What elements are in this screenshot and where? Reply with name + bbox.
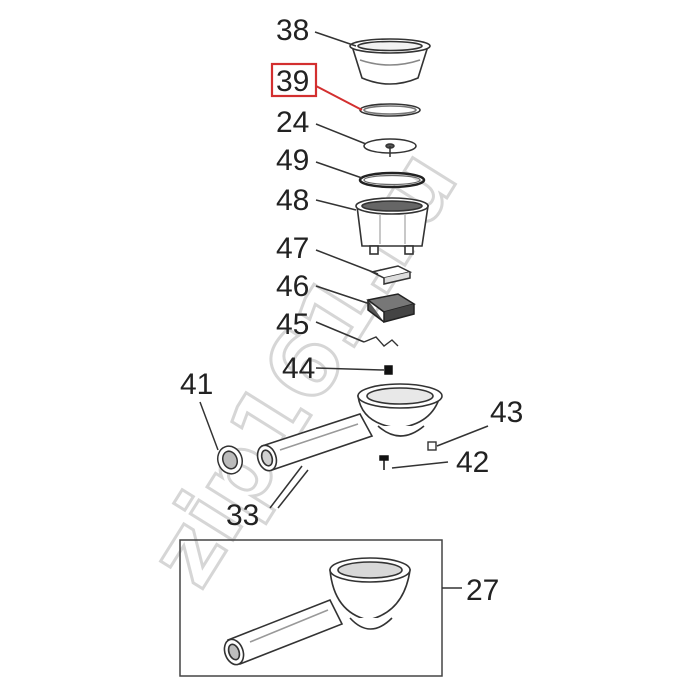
part-48-holder-body[interactable] [355,197,429,255]
part-39-highlight-box [270,62,318,98]
leader-33b [277,469,309,509]
part-27-frame [179,539,443,677]
leader-46 [315,285,371,305]
part-45-spring[interactable] [363,336,399,347]
label-47: 47 [276,232,309,265]
leader-49 [315,161,363,179]
label-24: 24 [276,106,309,139]
label-27: 27 [466,574,499,607]
leader-48 [315,199,357,211]
part-33-portafilter-handle[interactable] [254,383,443,473]
part-39-gasket[interactable] [359,103,421,117]
label-41: 41 [180,368,213,401]
leader-44 [315,367,385,371]
leader-38 [314,31,357,47]
leader-43 [436,425,489,447]
part-38-filter-basket[interactable] [349,38,431,85]
label-48: 48 [276,184,309,217]
part-24-disc[interactable] [363,138,417,157]
leader-42 [391,461,449,469]
part-44-pin[interactable] [384,365,393,375]
label-49: 49 [276,144,309,177]
leader-33 [269,465,303,509]
label-43: 43 [490,396,523,429]
leader-47 [315,249,379,275]
label-42: 42 [456,446,489,479]
leader-41 [199,401,219,451]
label-39: 39 [276,65,309,98]
part-46-valve-block[interactable] [366,293,416,323]
part-47-spring-clip[interactable] [369,265,413,285]
leader-39 [315,85,363,111]
part-41-end-cap[interactable] [214,443,246,478]
part-49-o-ring[interactable] [358,171,426,189]
label-33: 33 [226,499,259,532]
part-27-portafilter-assembly[interactable] [221,557,411,667]
part-43-nut[interactable] [427,441,437,451]
label-46: 46 [276,270,309,303]
label-44: 44 [282,352,315,385]
part-42-screw[interactable] [379,455,389,470]
leader-45 [315,321,365,343]
label-38: 38 [276,14,309,47]
label-45: 45 [276,308,309,341]
leader-24 [315,123,367,145]
